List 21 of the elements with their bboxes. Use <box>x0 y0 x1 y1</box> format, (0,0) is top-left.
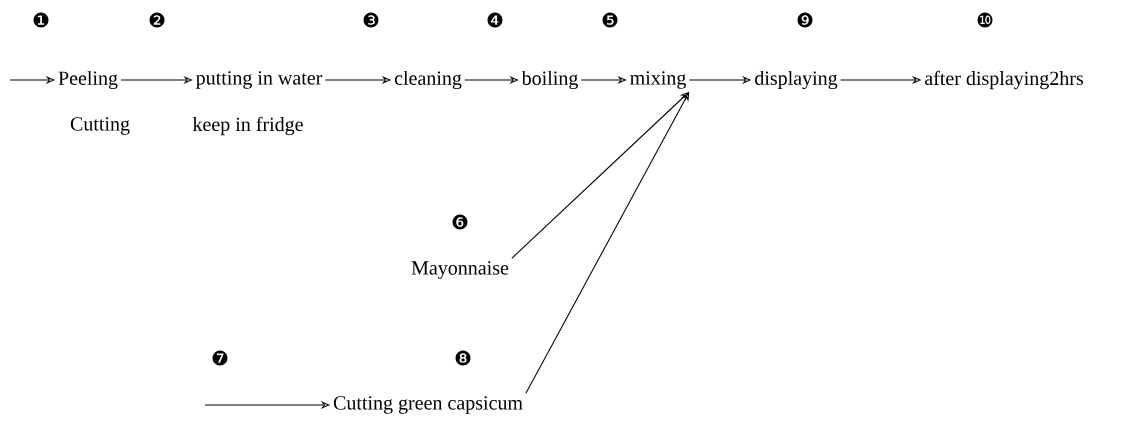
step-text: boiling <box>521 70 578 90</box>
callout-number: ❼ <box>212 350 228 366</box>
callout-number: ❽ <box>455 350 471 366</box>
step-text: Mayonnaise <box>411 261 509 279</box>
callout-number: ❷ <box>149 12 165 28</box>
callout-number: ❸ <box>363 12 379 28</box>
step-text: displaying <box>755 70 838 90</box>
step-text: cleaning <box>394 70 462 90</box>
step-text: Peeling Cutting <box>58 70 130 135</box>
callout-number: ❶ <box>33 12 49 28</box>
callout-number: ❻ <box>452 214 468 230</box>
callout-number: ❿ <box>977 12 993 28</box>
step-text: putting in water keep in fridge <box>192 71 323 136</box>
step-note: Cutting <box>70 117 130 135</box>
step-note: keep in fridge <box>192 116 303 136</box>
callout-number: ❾ <box>797 12 813 28</box>
step-text: mixing <box>630 71 686 89</box>
step-text: after displaying2hrs <box>925 70 1083 90</box>
step-text: Cutting green capsicum <box>333 396 523 414</box>
callout-number: ❺ <box>602 12 618 28</box>
callout-number: ❹ <box>487 12 503 28</box>
